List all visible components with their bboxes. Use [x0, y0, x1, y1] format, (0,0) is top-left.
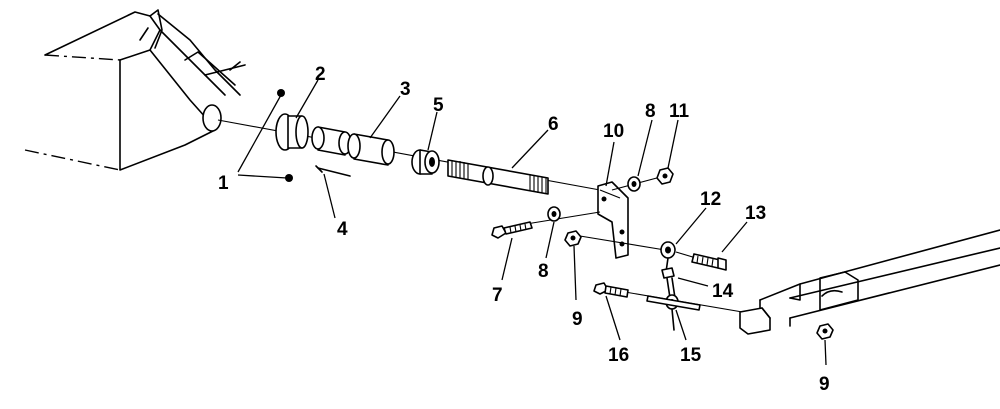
callout-8-top: 8	[645, 101, 656, 122]
housing-frame	[24, 9, 246, 171]
part-12-clevis	[660, 241, 676, 279]
part-1-fittings	[277, 89, 293, 182]
callout-13: 13	[745, 203, 766, 224]
part-3-sleeves	[311, 126, 395, 166]
part-13-bolt	[675, 251, 727, 271]
part-9-nut-mid	[564, 230, 582, 247]
part-16-bolt	[593, 282, 629, 298]
part-11-nut	[656, 167, 674, 185]
callout-10: 10	[603, 121, 624, 142]
part-15-clevis	[646, 294, 701, 331]
part-8-washer-top	[627, 176, 641, 192]
callout-11: 11	[669, 101, 690, 122]
part-10-bracket	[597, 181, 629, 259]
callout-5: 5	[433, 95, 444, 116]
part-14-rod	[666, 277, 676, 299]
callout-9-right: 9	[819, 374, 830, 395]
callout-8-bottom: 8	[538, 261, 549, 282]
part-5-spacer	[411, 149, 440, 175]
axis-line-7	[519, 211, 601, 226]
callout-12: 12	[700, 189, 721, 210]
part-9-nut-right	[816, 323, 834, 340]
part-7-bolt	[491, 221, 533, 239]
callout-1: 1	[218, 173, 229, 194]
part-8-washer-bottom	[547, 206, 561, 222]
part-2-bushing	[275, 113, 309, 151]
callout-labels: 1 2 3 4 5 6 7 8 8 9 9 10 11 12 13 14 15 …	[218, 64, 830, 395]
callout-7: 7	[492, 285, 503, 306]
callout-2: 2	[315, 64, 326, 85]
callout-6: 6	[548, 114, 559, 135]
lever-arm	[739, 229, 1000, 335]
leader-lines	[237, 79, 827, 366]
part-4-pin	[315, 165, 351, 177]
callout-15: 15	[680, 345, 702, 366]
axis-line-9	[579, 235, 666, 251]
callout-14: 14	[712, 281, 734, 302]
part-6-shaft	[447, 159, 549, 195]
callout-3: 3	[400, 79, 411, 100]
callout-4: 4	[337, 219, 348, 240]
callout-16: 16	[608, 345, 629, 366]
callout-9-mid: 9	[572, 309, 583, 330]
